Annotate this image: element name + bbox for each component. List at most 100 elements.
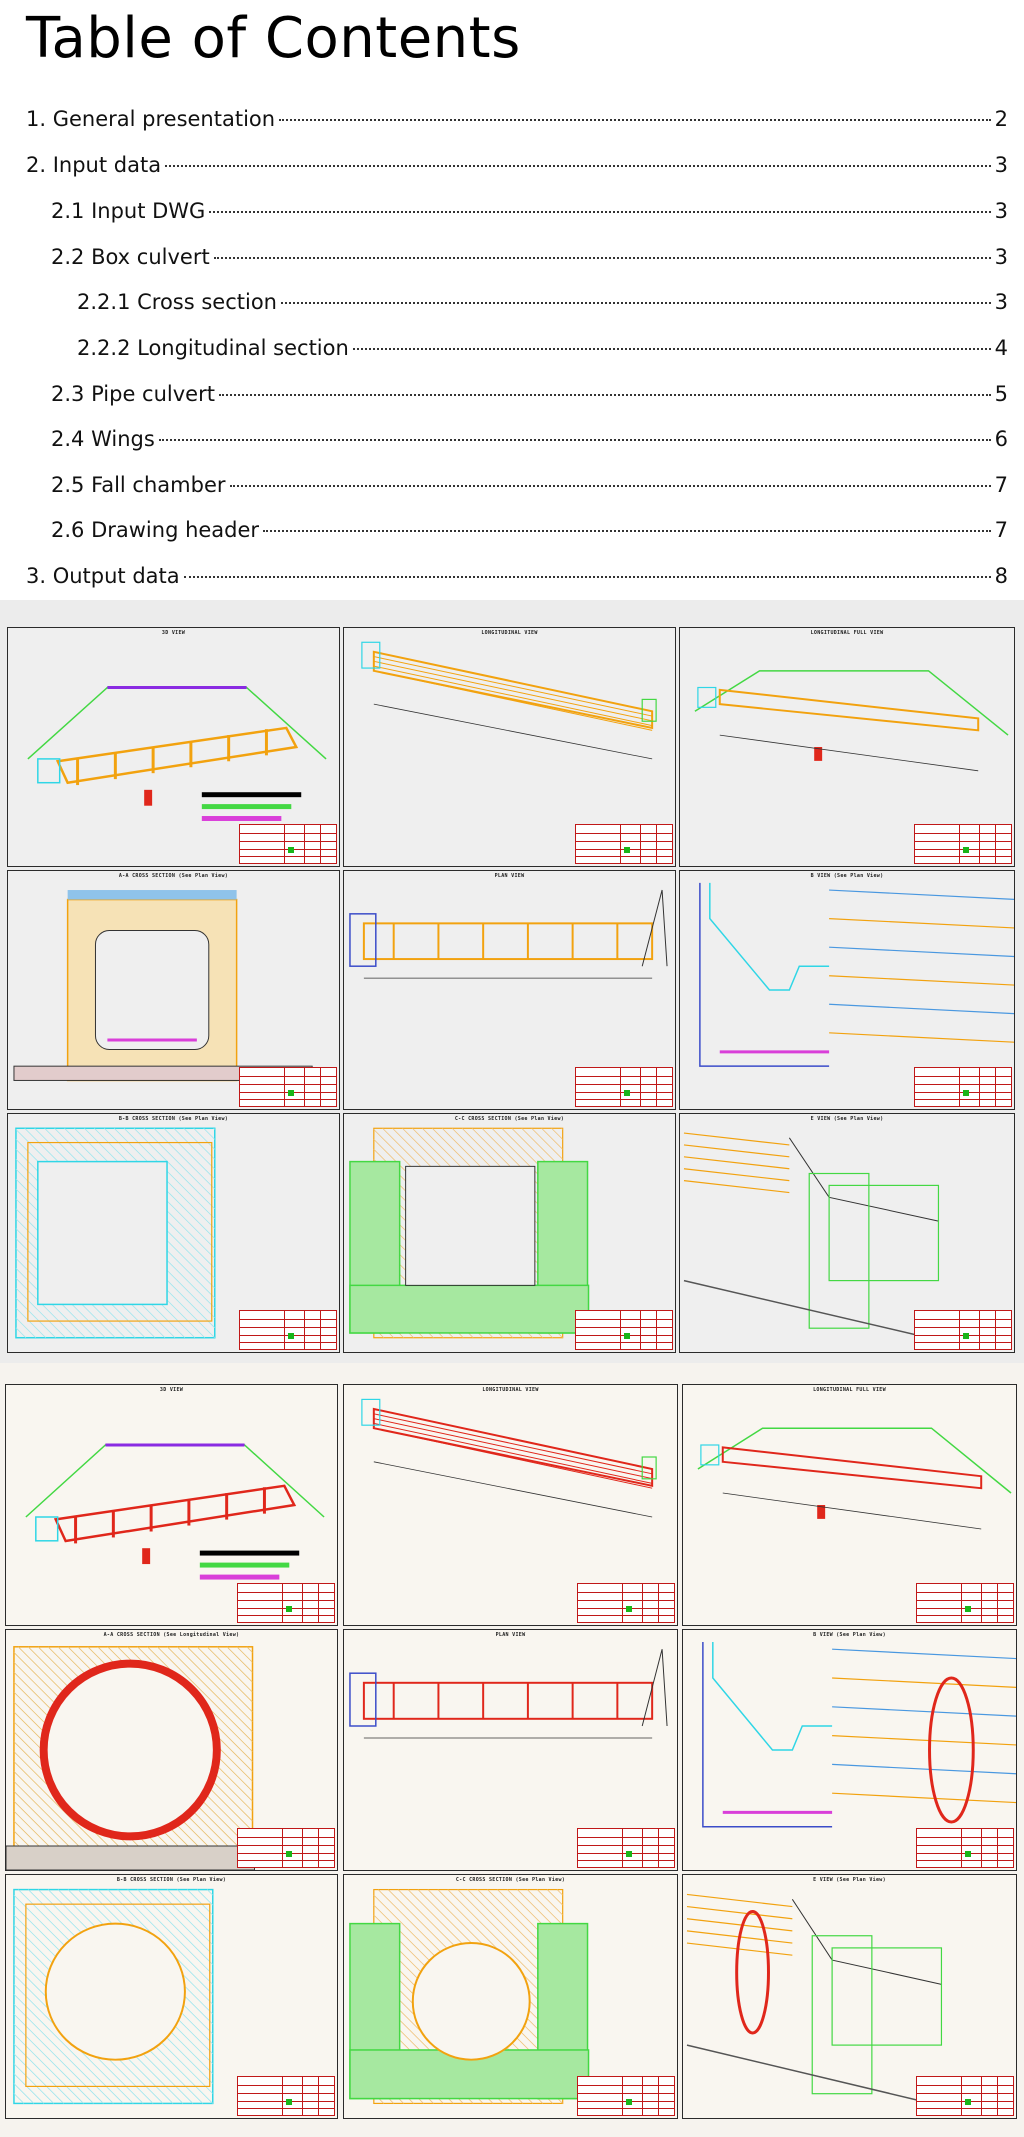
sheet-title: LONGITUDINAL VIEW [481, 630, 538, 636]
drawing-sheet-e-view-drawing[interactable]: E VIEW (See Plan View) [679, 1113, 1015, 1353]
drawing-sheet-bb-cross-section-drawing[interactable]: B-B CROSS SECTION (See Plan View) [7, 1113, 340, 1353]
toc-leader [218, 394, 991, 396]
toc-entry[interactable]: 2.2 Box culvert 3 [51, 245, 1008, 275]
toc-entry[interactable]: 3. Output data 8 [26, 564, 1008, 594]
drawing-sheet-bb-cross-section-drawing[interactable]: B-B CROSS SECTION (See Plan View) [5, 1874, 338, 2119]
title-block [239, 1067, 337, 1107]
toc-entry-page: 7 [994, 518, 1008, 542]
title-block [575, 824, 673, 864]
sheet-title: E VIEW (See Plan View) [810, 1116, 884, 1122]
drawing-sheet-longitudinal-view-drawing[interactable]: LONGITUDINAL VIEW [343, 1384, 678, 1626]
toc-leader [280, 302, 991, 304]
drawing-sheet-3d-view-drawing[interactable]: 3D VIEW [5, 1384, 338, 1626]
toc-leader [229, 485, 991, 487]
toc-entry-label: 2.3 Pipe culvert [51, 382, 215, 406]
bb-cross-section-drawing-icon [13, 1888, 214, 2105]
drawing-sheet-plan-view-drawing[interactable]: PLAN VIEW [343, 870, 676, 1110]
toc-entry-label: 2.2.2 Longitudinal section [77, 336, 349, 360]
drawing-sheet-cc-cross-section-drawing[interactable]: C-C CROSS SECTION (See Plan View) [343, 1113, 676, 1353]
plan-view-drawing-icon [349, 1649, 668, 1739]
toc-entry[interactable]: 2.6 Drawing header 7 [51, 518, 1008, 548]
e-view-drawing-icon [683, 1132, 940, 1341]
toc-title: Table of Contents [26, 6, 521, 71]
sheet-title: LONGITUDINAL FULL VIEW [813, 1387, 886, 1393]
b-view-drawing-icon [702, 1642, 1016, 1828]
bb-cross-section-drawing-icon [15, 1127, 216, 1339]
drawing-sheet-cross-section-drawing[interactable]: A-A CROSS SECTION (See Longitudinal View… [5, 1629, 338, 1871]
toc-entry-label: 2. Input data [26, 153, 162, 177]
toc-entry-label: 1. General presentation [26, 107, 276, 131]
title-block [575, 1067, 673, 1107]
e-view-drawing-icon [686, 1893, 943, 2107]
drawing-sheet-longitudinal-full-view-drawing[interactable]: LONGITUDINAL FULL VIEW [682, 1384, 1017, 1626]
box-culvert-drawing-sheets: 3D VIEW LONGITUDINAL VIEW LONGITUDINAL FUL… [0, 600, 1024, 1363]
title-block [916, 2076, 1014, 2116]
longitudinal-view-drawing-icon [361, 1398, 657, 1518]
toc-entry-page: 3 [994, 290, 1008, 314]
b-view-drawing-icon [699, 882, 1014, 1067]
toc-leader [183, 576, 991, 578]
title-block [237, 2076, 335, 2116]
toc-entry[interactable]: 2.3 Pipe culvert 5 [51, 382, 1008, 412]
drawing-sheet-b-view-drawing[interactable]: B VIEW (See Plan View) [682, 1629, 1017, 1871]
drawing-sheet-longitudinal-full-view-drawing[interactable]: LONGITUDINAL FULL VIEW [679, 627, 1015, 867]
toc-leader [279, 119, 991, 121]
toc-entry[interactable]: 2.2.1 Cross section 3 [77, 290, 1008, 320]
toc-entry-page: 3 [994, 245, 1008, 269]
drawing-sheet-cc-cross-section-drawing[interactable]: C-C CROSS SECTION (See Plan View) [343, 1874, 678, 2119]
toc-leader [352, 348, 991, 350]
title-block [577, 1583, 675, 1623]
toc-entry-label: 2.5 Fall chamber [51, 473, 226, 497]
drawing-sheet-plan-view-drawing[interactable]: PLAN VIEW [343, 1629, 678, 1871]
toc-entry-label: 2.6 Drawing header [51, 518, 260, 542]
toc-entry-page: 5 [994, 382, 1008, 406]
sheet-title: PLAN VIEW [494, 873, 525, 879]
drawing-sheet-3d-view-drawing[interactable]: 3D VIEW [7, 627, 340, 867]
sheet-title: LONGITUDINAL FULL VIEW [810, 630, 884, 636]
drawing-sheet-e-view-drawing[interactable]: E VIEW (See Plan View) [682, 1874, 1017, 2119]
toc-entry-page: 4 [994, 336, 1008, 360]
longitudinal-view-drawing-icon [361, 641, 657, 760]
cross-section-drawing-icon [13, 890, 313, 1082]
toc-leader [263, 530, 991, 532]
toc-leader [213, 257, 991, 259]
title-block [914, 1067, 1012, 1107]
toc-entry[interactable]: 2. Input data 3 [26, 153, 1008, 183]
toc-leader [165, 165, 991, 167]
title-block [916, 1583, 1014, 1623]
sheet-title: A-A CROSS SECTION (See Longitudinal View… [103, 1632, 240, 1638]
toc-leader [209, 211, 991, 213]
toc-entry-label: 2.4 Wings [51, 427, 155, 451]
drawing-sheet-cross-section-drawing[interactable]: A-A CROSS SECTION (See Plan View) [7, 870, 340, 1110]
toc-entry-page: 8 [994, 564, 1008, 588]
sheet-title: B VIEW (See Plan View) [810, 873, 884, 879]
title-block [237, 1828, 335, 1868]
cross-section-drawing-icon [6, 1646, 255, 1870]
title-block [239, 824, 337, 864]
sheet-title: B-B CROSS SECTION (See Plan View) [116, 1877, 227, 1883]
toc-entry-label: 3. Output data [26, 564, 180, 588]
toc-entry-label: 2.2 Box culvert [51, 245, 210, 269]
toc-entry-page: 3 [994, 153, 1008, 177]
sheet-title: B VIEW (See Plan View) [813, 1632, 886, 1638]
longitudinal-full-view-drawing-icon [694, 670, 1009, 772]
toc-entry[interactable]: 2.2.2 Longitudinal section 4 [77, 336, 1008, 366]
sheet-title: 3D VIEW [161, 630, 186, 636]
title-block [577, 1828, 675, 1868]
table-of-contents: Table of Contents 1. General presentatio… [0, 0, 1024, 600]
cc-cross-section-drawing-icon [349, 1888, 590, 2105]
toc-entry-page: 3 [994, 199, 1008, 223]
toc-leader [158, 439, 991, 441]
sheet-title: C-C CROSS SECTION (See Plan View) [454, 1116, 565, 1122]
title-block [914, 1310, 1012, 1350]
drawing-sheet-b-view-drawing[interactable]: B VIEW (See Plan View) [679, 870, 1015, 1110]
drawing-sheet-longitudinal-view-drawing[interactable]: LONGITUDINAL VIEW [343, 627, 676, 867]
sheet-title: E VIEW (See Plan View) [813, 1877, 886, 1883]
sheet-title: A-A CROSS SECTION (See Plan View) [118, 873, 229, 879]
toc-entry-label: 2.2.1 Cross section [77, 290, 277, 314]
